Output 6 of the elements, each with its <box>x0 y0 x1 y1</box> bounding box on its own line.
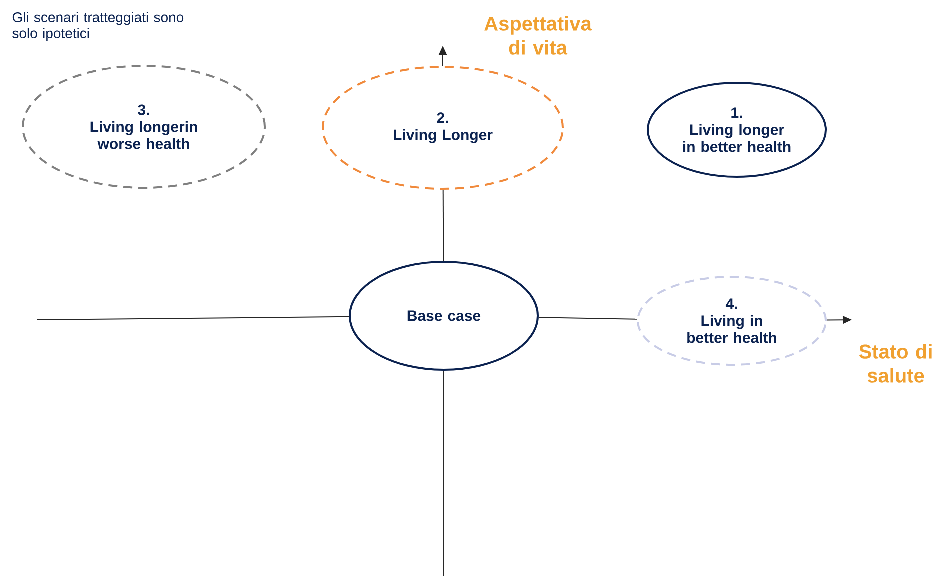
axis-line <box>36 316 350 320</box>
axis-line <box>442 190 444 262</box>
axis-label: Stato di salute <box>859 344 932 383</box>
axis-line <box>538 317 638 320</box>
note-text: Gli scenari tratteggiati sono solo ipotetici <box>12 12 184 42</box>
axis-label: Aspettativa di vita <box>484 16 592 55</box>
